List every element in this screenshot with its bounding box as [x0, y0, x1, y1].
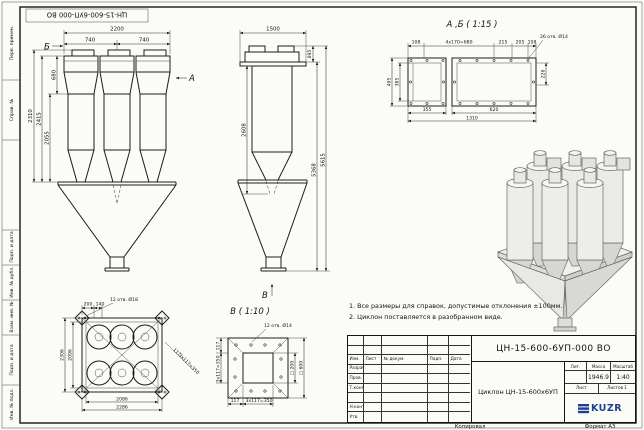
margin-label: Подп. и дата [9, 344, 15, 375]
header-data: Дата [449, 355, 470, 365]
sheet-label: Лист [565, 384, 599, 394]
dim-108: 108 [528, 40, 537, 46]
dim-pitch-350: 3х117=350 [177, 353, 200, 376]
dim-2286: 2286 [116, 405, 128, 411]
dim-117: 117 [216, 342, 222, 351]
header-scale: Масштаб [611, 362, 635, 371]
dim-117: 117 [171, 347, 181, 357]
logo-text: KUZR [590, 402, 623, 414]
dim-140: 140 [96, 302, 105, 308]
holes-callout: 26 отв. Ø14 [540, 33, 568, 40]
margin-label: Инв. № подл. [9, 388, 15, 420]
company-logo: KUZR [565, 394, 635, 422]
dim-1310: 1310 [466, 116, 478, 122]
row-tcontr: Т.контр. [348, 383, 364, 394]
dim-5615: 5615 [321, 153, 327, 167]
header-podp: Подп. [428, 355, 449, 365]
inverted-designation: ЦН-15-600-6УП-000 ВО [25, 8, 149, 23]
margin-label: Подп. и дата [9, 231, 15, 262]
holes-callout: 12 отв. Ø18 [110, 296, 138, 303]
dim-695: 695 [307, 50, 313, 59]
dim-pitch-350: 3х117=350 [245, 398, 272, 404]
view-plan: 200 140 12 отв. Ø18 2306 2096 2086 2286 … [60, 296, 200, 412]
view-detail-ab: А ,Б ( 1:15 ) 108 4х170=680 215 205 108 … [387, 20, 568, 123]
margin-label: Справ. № [9, 99, 15, 122]
header-lit: Лит. [565, 362, 587, 371]
row-prov: Пров. [348, 374, 364, 384]
view-isometric [496, 150, 634, 332]
logo-bars-icon [577, 403, 589, 413]
dim-2608: 2608 [242, 123, 248, 137]
view-arrow-label-a: А [188, 74, 195, 84]
dim-2310: 2310 [28, 109, 34, 123]
dim-117: 117 [231, 398, 240, 404]
dim-215: 215 [499, 40, 508, 46]
margin-label: Перв. примен. [9, 26, 15, 61]
dim-5368: 5368 [312, 163, 318, 177]
copied-label: Копировал [455, 424, 486, 430]
view-arrow-label-b: Б [44, 43, 50, 53]
titleblock-right: ЦН-15-600-6УП-000 ВО Циклон ЦН-15-600х6У… [472, 336, 635, 422]
dim-200: 200 [84, 302, 93, 308]
view-side: 1500 695 2608 5368 5615 В [237, 27, 330, 301]
dim-sq200: □ 200 [290, 361, 296, 376]
dim-2415: 2415 [37, 112, 43, 126]
mass-value: 1946.9 [587, 371, 611, 384]
dim-pitch-680: 4х170=680 [445, 40, 472, 46]
view-arrow-label-v: В [262, 291, 268, 301]
sheets-value: 1 [624, 386, 627, 391]
dim-740: 740 [85, 38, 96, 44]
dim-740: 740 [139, 38, 150, 44]
header-doc: № докум. [382, 355, 428, 365]
view-detail-v: В ( 1:10 ) 12 отв. Ø14 □ 200 □ 600 117 3… [216, 307, 307, 407]
dim-108: 108 [412, 40, 421, 46]
dim-495: 495 [387, 78, 393, 87]
drawing-designation: ЦН-15-600-6УП-000 ВО [472, 336, 635, 362]
scale-value: 1:40 [611, 371, 635, 384]
dim-355: 355 [423, 107, 432, 113]
dim-2086: 2086 [116, 397, 128, 403]
dim-2200: 2200 [110, 27, 124, 33]
dim-205: 205 [516, 40, 525, 46]
dim-sq600: □ 600 [299, 361, 305, 376]
header-izm: Изм. [348, 355, 364, 365]
detail-v-title: В ( 1:10 ) [230, 307, 270, 317]
dim-2055: 2055 [45, 131, 51, 145]
holes-callout: 12 отв. Ø14 [264, 322, 292, 329]
dim-2096: 2096 [68, 349, 74, 361]
sheets-label: Листов [607, 386, 624, 391]
row-ncontr: Н.контр. [348, 402, 364, 413]
dim-226: 226 [541, 70, 547, 79]
technical-notes: 1. Все размеры для справок, допустимые о… [349, 301, 589, 323]
note-line-2: 2. Циклон поставляется в разобранном вид… [349, 313, 503, 321]
note-line-1: 1. Все размеры для справок, допустимые о… [349, 302, 563, 310]
dim-pitch-350: 3х117=350 [216, 355, 222, 382]
margin-label: Инв. № дубл. [9, 266, 15, 297]
title-block: Изм. Лист № докум. Подп. Дата Разраб. Пр… [347, 335, 636, 423]
dim-385: 385 [395, 78, 401, 87]
dim-620: 620 [490, 107, 499, 113]
view-front: 2200 740 740 2310 2415 2055 680 Б А [28, 27, 195, 272]
row-utv: Утв. [348, 412, 364, 422]
left-margin-column: Перв. примен. Справ. № Подп. и дата Инв.… [9, 26, 15, 420]
dim-1500: 1500 [266, 27, 280, 33]
row-razrab: Разраб. [348, 364, 364, 375]
titleblock-revision-table: Изм. Лист № докум. Подп. Дата Разраб. Пр… [348, 336, 472, 422]
inverted-code-label: ЦН-15-600-6УП-000 ВО [47, 11, 128, 19]
dim-680: 680 [52, 69, 58, 80]
header-list: Лист [364, 355, 382, 365]
dim-2306: 2306 [60, 349, 66, 361]
part-name: Циклон ЦН-15-600х6УП [472, 362, 565, 422]
format-label: Формат А3 [585, 424, 616, 430]
detail-ab-title: А ,Б ( 1:15 ) [446, 20, 498, 30]
margin-label: Взам. инв. № [9, 301, 15, 332]
header-mass: Масса [587, 362, 611, 371]
